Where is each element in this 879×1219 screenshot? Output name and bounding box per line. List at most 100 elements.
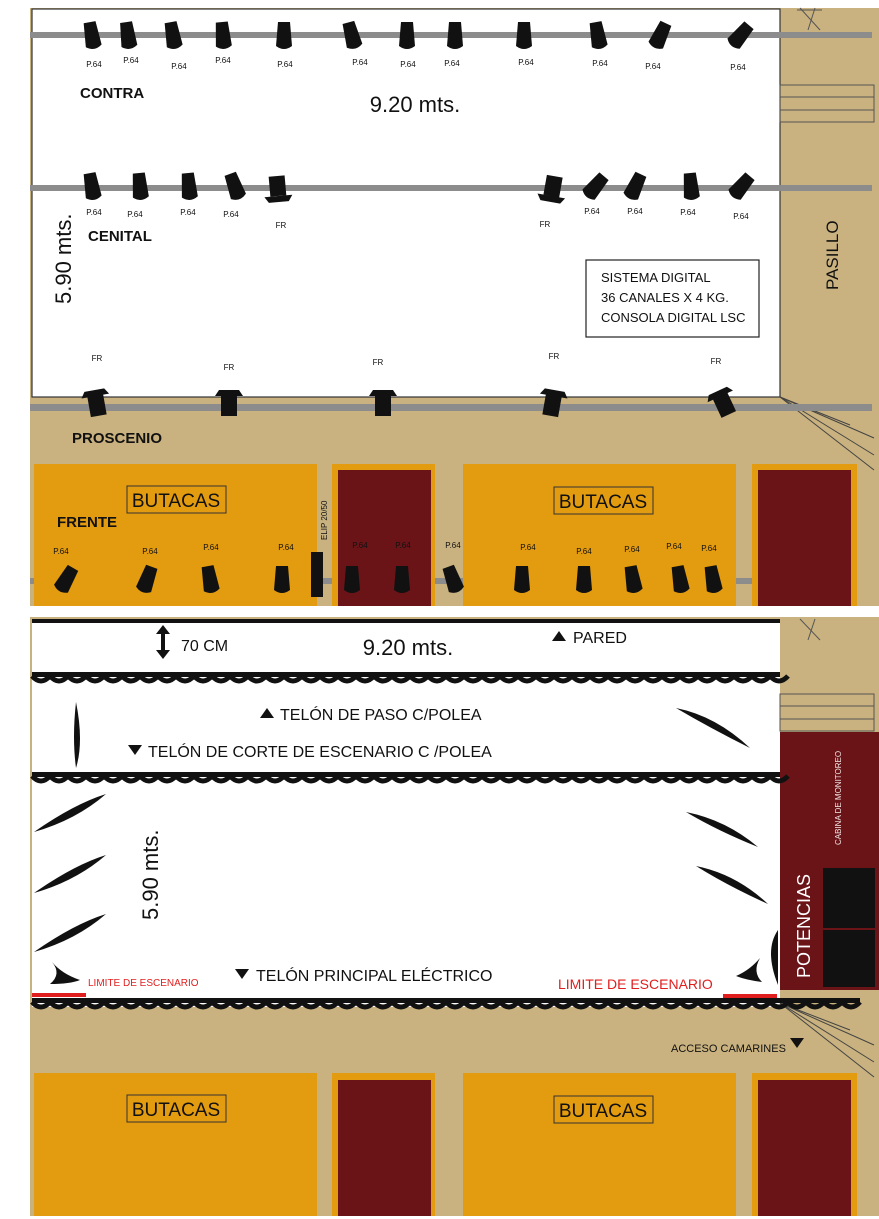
- par64-icon: [447, 22, 463, 49]
- par64-icon: [516, 22, 532, 49]
- contra-fixture-9: P.64: [516, 22, 534, 67]
- wall-label: PARED: [573, 630, 627, 647]
- fixture-label: P.64: [444, 59, 460, 68]
- curtain-main-line-bar: [32, 998, 860, 1003]
- par64-icon: [136, 564, 158, 593]
- seating-label-box-left-bottom: [126, 1094, 227, 1123]
- fresnel-icon: [539, 388, 568, 418]
- cenital-pipe: [30, 185, 872, 191]
- par64-icon: [83, 172, 102, 200]
- system-info-box: [585, 259, 760, 338]
- seating-label-box-right-bottom: [553, 1095, 654, 1124]
- curtains: [30, 672, 862, 1010]
- fresnel-icon: [707, 386, 737, 418]
- par64-icon: [648, 20, 672, 49]
- cenital-fixture-1: P.64: [83, 172, 102, 217]
- proscenio-fresnel-5: FR: [707, 357, 737, 418]
- power-rack-2: [823, 930, 875, 987]
- seating-label-left: BUTACAS: [132, 491, 220, 512]
- fixture-label: P.64: [624, 545, 640, 554]
- par64-icon: [704, 565, 723, 593]
- system-info-line-1: SISTEMA DIGITAL: [601, 270, 711, 285]
- contra-fixture-2: P.64: [120, 21, 139, 65]
- fresnel-icon: [369, 390, 397, 416]
- contra-fixture-5: P.64: [276, 22, 293, 69]
- cenital-fixture-3: P.64: [180, 172, 198, 217]
- fixture-label: P.64: [53, 547, 69, 556]
- fixture-label: P.64: [680, 208, 696, 217]
- contra-fixture-3: P.64: [164, 21, 187, 71]
- cenital-fixture-7: P.64: [680, 172, 700, 217]
- curtain-main-label: TELÓN PRINCIPAL ELÉCTRICO: [256, 966, 493, 985]
- stage-limit-label-right: LIMITE DE ESCENARIO: [558, 976, 713, 992]
- power-rack-1: [823, 868, 875, 928]
- par64-icon: [83, 21, 102, 49]
- stage-limit-line-right: [723, 994, 777, 998]
- fixture-label: P.64: [520, 543, 536, 552]
- row-label-frente: FRENTE: [57, 514, 117, 531]
- curtain-pass-line-bar: [32, 672, 780, 677]
- cenital-fixture-6: P.64: [623, 171, 647, 216]
- fixture-label: FR: [711, 357, 722, 366]
- par64-icon: [164, 21, 183, 49]
- corridor-stairs-bottom: [779, 618, 875, 732]
- par64-icon: [727, 21, 754, 49]
- par64-icon: [201, 565, 220, 593]
- door-swing-lines-bottom: [779, 1002, 875, 1078]
- cenital-fixture-8: P.64: [728, 172, 755, 221]
- stage-limit-line-left: [32, 993, 86, 997]
- contra-fixture-8: P.64: [444, 22, 463, 68]
- fixture-label: P.64: [142, 547, 158, 556]
- proscenio-fresnel-2: FR: [215, 363, 243, 416]
- curtain-cut-line-bar: [32, 772, 780, 777]
- frente-fixture-4: P.64: [274, 543, 294, 593]
- width-dimension: 9.20 mts.: [370, 92, 460, 117]
- proscenio-pipe: [30, 404, 872, 411]
- fixture-label: P.64: [352, 541, 368, 550]
- frente-pipe: [30, 578, 856, 584]
- fixture-label: FR: [549, 352, 560, 361]
- fixture-label: P.64: [518, 58, 534, 67]
- proscenio-fresnel-3: FR: [369, 358, 397, 416]
- gap-label: 70 CM: [181, 638, 228, 655]
- contra-fixture-4: P.64: [215, 21, 232, 65]
- aisle-left-bottom: [338, 1080, 431, 1216]
- elip-label: ELIP 20/50: [320, 500, 329, 540]
- par64-icon: [576, 566, 592, 593]
- fixture-label: P.64: [86, 60, 102, 69]
- par64-icon: [399, 22, 415, 49]
- par64-icon: [274, 566, 290, 593]
- contra-fixture-11: P.64: [645, 20, 672, 71]
- aisle-right: [758, 470, 851, 606]
- fresnel-icon: [264, 175, 293, 203]
- curtain-main-arrow: [235, 969, 249, 979]
- dressing-access-arrow: [790, 1038, 804, 1048]
- fixture-label: P.64: [645, 62, 661, 71]
- proscenio-fresnel-4: FR: [539, 352, 568, 418]
- cenital-fixture-4: P.64: [223, 171, 246, 219]
- par64-icon: [54, 564, 79, 593]
- par64-icon: [394, 566, 410, 593]
- proscenio-fresnel-1: FR: [81, 354, 110, 418]
- cenital-fresnel-2: FR: [537, 174, 566, 229]
- fixture-label: FR: [373, 358, 384, 367]
- bottom-plan: CABINA DE MONITOREO POTENCIAS: [30, 617, 879, 1216]
- par64-icon: [582, 172, 609, 200]
- curtain-pass-label: TELÓN DE PASO C/POLEA: [280, 705, 482, 724]
- par64-icon: [342, 20, 363, 49]
- fixture-label: P.64: [180, 208, 196, 217]
- frente-fixture-1: P.64: [53, 547, 79, 593]
- contra-fixture-6: P.64: [342, 20, 368, 67]
- top-plan: PASILLO BUTACAS BUTACAS CONTRA CENITAL P…: [30, 7, 879, 606]
- wing-flats: [34, 702, 778, 985]
- par64-icon: [120, 21, 138, 49]
- corridor-label: PASILLO: [823, 220, 842, 290]
- wall-arrow: [552, 631, 566, 641]
- depth-dimension: 5.90 mts.: [51, 214, 76, 304]
- fixture-label: FR: [224, 363, 235, 372]
- aisle-right-bottom: [758, 1080, 851, 1216]
- frente-fixture-3: P.64: [201, 543, 220, 593]
- contra-fixture-10: P.64: [589, 21, 608, 68]
- power-label: POTENCIAS: [794, 874, 814, 978]
